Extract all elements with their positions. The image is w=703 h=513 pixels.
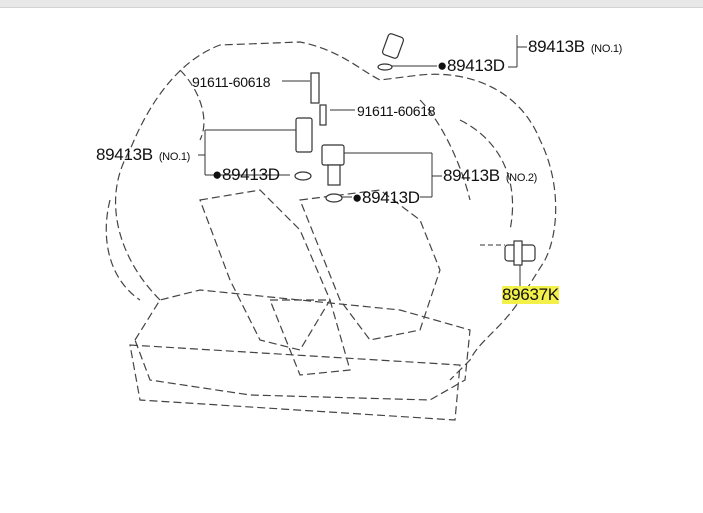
parts [294,33,536,266]
leader-lines [198,35,527,287]
transmission-outline [105,41,557,421]
label-89413b-no2[interactable]: 89413B(NO.2) [443,166,538,185]
label-89637k-highlighted[interactable]: 89637K [502,285,559,304]
label-91611-60618-right[interactable]: 91611-60618 [357,103,436,119]
label-89413d-left[interactable]: ●89413D [212,165,280,184]
label-89413d-mid[interactable]: ●89413D [352,188,420,207]
label-89413b-no1-top[interactable]: 89413B(NO.1) [528,37,623,56]
label-89413b-no1-left[interactable]: 89413B(NO.1) [96,145,191,164]
label-91611-60618-left[interactable]: 91611-60618 [192,74,271,90]
title-strip [0,0,703,8]
label-89413d-top[interactable]: ●89413D [437,56,505,75]
